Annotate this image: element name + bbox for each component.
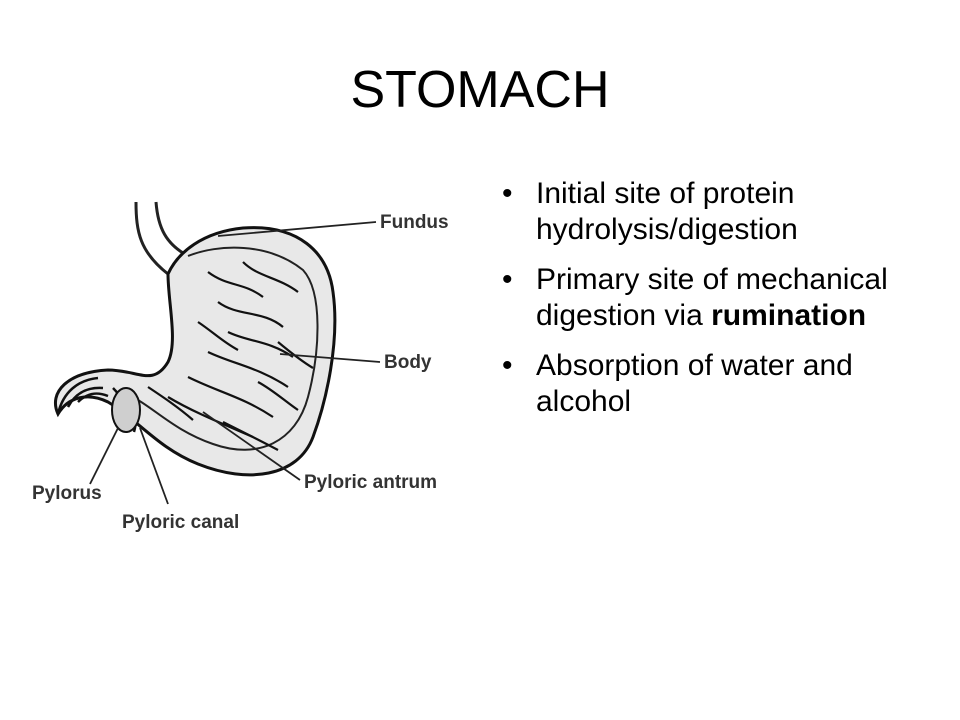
bullet-marker: • [502, 263, 513, 296]
bullet-text: Initial site of protein hydrolysis/diges… [536, 177, 798, 246]
stomach-diagram: Fundus Body Pyloric antrum Pylorus Pylor… [32, 201, 449, 533]
bullet-item: • Absorption of water and alcohol [498, 348, 918, 420]
label-body: Body [384, 352, 432, 373]
bullet-list: • Initial site of protein hydrolysis/dig… [498, 176, 918, 434]
bullet-item: • Primary site of mechanical digestion v… [498, 262, 918, 334]
label-pylorus: Pylorus [32, 483, 102, 504]
bullet-text: Primary site of mechanical digestion via [536, 263, 888, 332]
bullet-marker: • [502, 349, 513, 382]
bullet-text: Absorption of water and alcohol [536, 349, 853, 418]
bullet-item: • Initial site of protein hydrolysis/dig… [498, 176, 918, 248]
label-pyloric-antrum: Pyloric antrum [304, 472, 437, 493]
label-fundus: Fundus [380, 212, 449, 233]
slide-title: STOMACH [350, 61, 610, 119]
bullet-marker: • [502, 177, 513, 210]
rugae-texture [147, 261, 314, 451]
pylorus-region [56, 376, 141, 433]
bullet-bold-term: rumination [711, 299, 867, 332]
leader-lines [89, 221, 381, 505]
label-pyloric-canal: Pyloric canal [122, 512, 239, 533]
stomach-outline [54, 226, 337, 477]
